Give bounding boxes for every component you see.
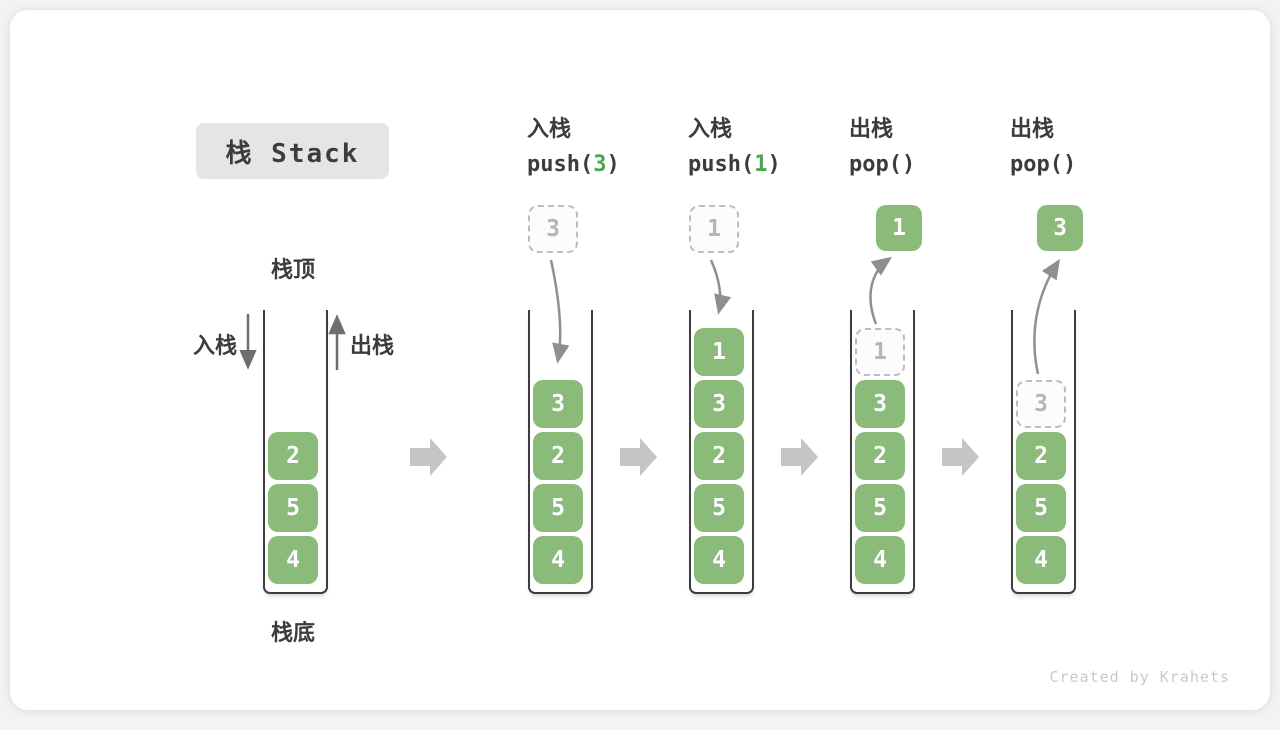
- watermark: Created by Krahets: [1049, 668, 1230, 686]
- operation-label: 出栈: [1010, 117, 1055, 142]
- stack-cell: 4: [533, 536, 583, 584]
- step-arrow-icon: [942, 438, 979, 476]
- stack-cell: 5: [694, 484, 744, 532]
- pop-side-label: 出栈: [350, 334, 395, 359]
- operation-header: 出栈 pop(): [849, 116, 1009, 179]
- stack-cell: 4: [855, 536, 905, 584]
- stack-cell-ghost: 1: [855, 328, 905, 376]
- operation-code: pop(): [1010, 152, 1077, 177]
- popped-value-box: 1: [876, 205, 922, 251]
- stack-cell: 2: [268, 432, 318, 480]
- stack-cell: 5: [855, 484, 905, 532]
- stack-cell: 3: [533, 380, 583, 428]
- operation-code: pop(): [849, 152, 916, 177]
- stack-cell: 5: [533, 484, 583, 532]
- stack-bottom-label: 栈底: [270, 621, 315, 646]
- operation-header: 入栈 push(3): [527, 116, 687, 179]
- push-transfer-arrow: [709, 259, 732, 315]
- stack-cell: 2: [694, 432, 744, 480]
- stack-top-label: 栈顶: [270, 258, 315, 283]
- stack-cell: 5: [268, 484, 318, 532]
- stack-cell: 4: [694, 536, 744, 584]
- operation-header: 出栈 pop(): [1010, 116, 1170, 179]
- operation-header: 入栈 push(1): [688, 116, 848, 179]
- diagram-title: 栈 Stack: [196, 123, 389, 179]
- operation-label: 入栈: [688, 117, 733, 142]
- stack-cell: 2: [1016, 432, 1066, 480]
- stack-cell: 4: [268, 536, 318, 584]
- operation-label: 入栈: [527, 117, 572, 142]
- step-arrow-icon: [410, 438, 447, 476]
- stack-cell: 5: [1016, 484, 1066, 532]
- step-arrow-icon: [620, 438, 657, 476]
- popped-value-box: 3: [1037, 205, 1083, 251]
- operation-code: push(3): [527, 152, 620, 177]
- step-arrow-icon: [781, 438, 818, 476]
- stack-cell: 3: [855, 380, 905, 428]
- stack-cell: 2: [533, 432, 583, 480]
- stack-cell: 4: [1016, 536, 1066, 584]
- stack-cell: 1: [694, 328, 744, 376]
- push-side-label: 入栈: [192, 334, 237, 359]
- operation-code: push(1): [688, 152, 781, 177]
- stack-cell: 2: [855, 432, 905, 480]
- operation-label: 出栈: [849, 117, 894, 142]
- incoming-value-box: 3: [528, 205, 578, 253]
- incoming-value-box: 1: [689, 205, 739, 253]
- stack-cell-ghost: 3: [1016, 380, 1066, 428]
- stack-cell: 3: [694, 380, 744, 428]
